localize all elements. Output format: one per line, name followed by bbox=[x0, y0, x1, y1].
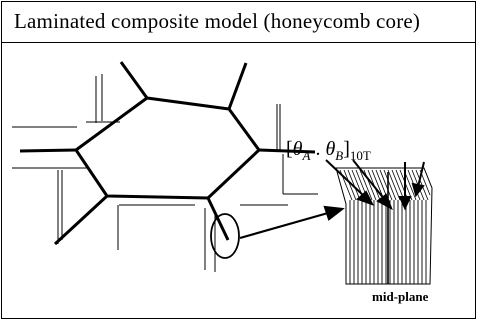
bracket-open: [ bbox=[286, 138, 293, 160]
midplane-label: mid-plane bbox=[372, 289, 429, 304]
background-cell-lines bbox=[12, 74, 318, 272]
bracket-close: ] bbox=[343, 138, 350, 160]
zoom-arrow bbox=[239, 205, 345, 240]
layup-arrows bbox=[325, 159, 425, 211]
separator: . bbox=[310, 138, 326, 160]
figure-title: Laminated composite model (honeycomb cor… bbox=[14, 9, 421, 33]
theta-a: θ bbox=[292, 138, 303, 160]
highlight-circle bbox=[210, 213, 240, 259]
honeycomb-walls bbox=[19, 61, 316, 246]
theta-b-subscript: B bbox=[335, 148, 344, 163]
title-bar: Laminated composite model (honeycomb cor… bbox=[2, 2, 475, 43]
hexagon-cell bbox=[74, 96, 261, 200]
theta-b: θ bbox=[325, 138, 336, 160]
layup-subscript: 10T bbox=[349, 148, 371, 163]
figure-frame: Laminated composite model (honeycomb cor… bbox=[1, 1, 476, 319]
layup-formula: [θA . θB]10T bbox=[286, 138, 371, 163]
theta-a-subscript: A bbox=[302, 148, 311, 163]
